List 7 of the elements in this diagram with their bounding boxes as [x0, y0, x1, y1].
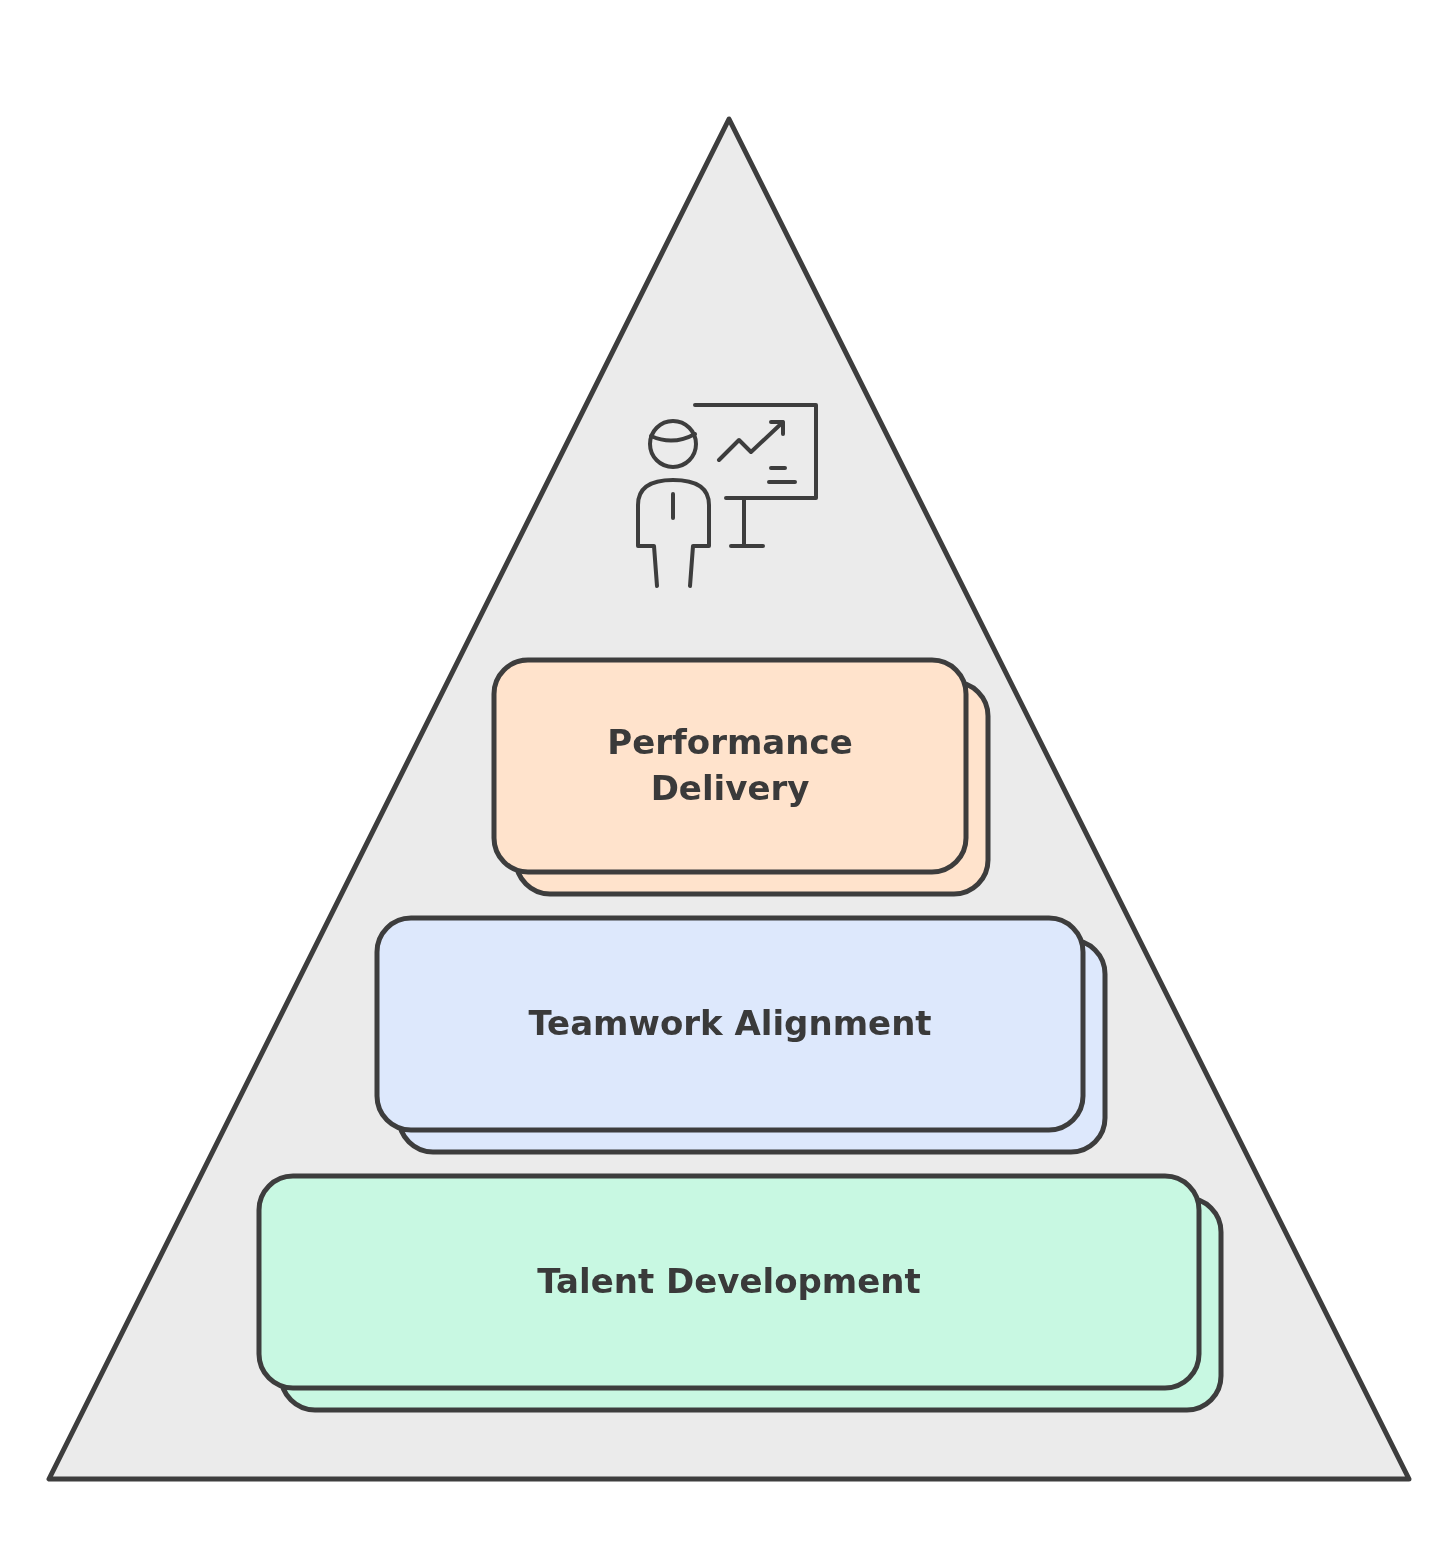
- layer-label: Talent Development: [537, 1260, 921, 1304]
- pyramid: [46, 116, 1412, 1482]
- layer-label: Performance Delivery: [606, 721, 854, 810]
- layer-box: [374, 915, 1108, 1155]
- layer-label: Teamwork Alignment: [528, 1002, 932, 1046]
- layer-box: [491, 657, 991, 897]
- layer-box: [256, 1173, 1224, 1413]
